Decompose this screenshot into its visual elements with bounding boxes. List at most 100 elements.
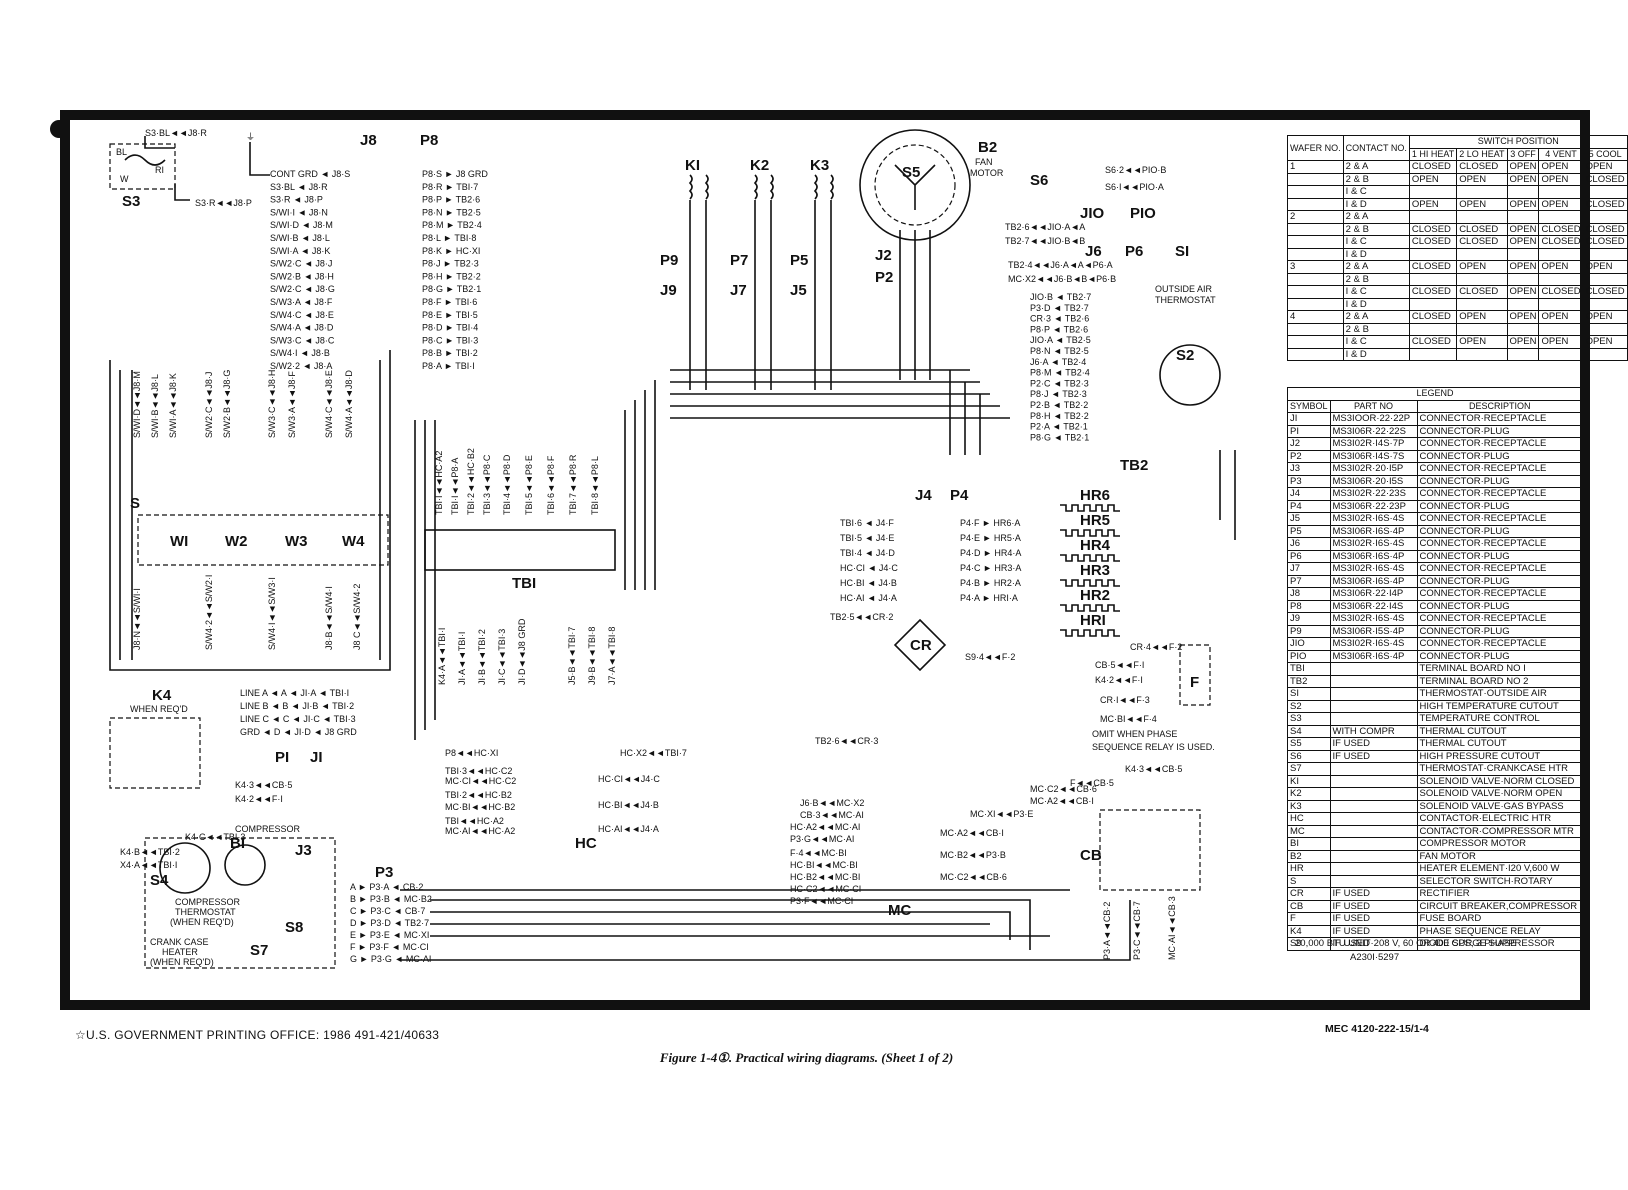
j8-wire: S/W4·A ◄ J8·D xyxy=(270,323,334,333)
switch-table-row-cell: OPEN xyxy=(1582,335,1628,349)
switch-table-row-cell: CLOSED xyxy=(1408,235,1458,249)
svg-text:TB2·5◄◄CR·2: TB2·5◄◄CR·2 xyxy=(830,612,893,622)
svg-text:S/W4·2◄◄S/W2·I: S/W4·2◄◄S/W2·I xyxy=(204,575,214,650)
switch-header-pos1: 1 HI HEAT xyxy=(1408,147,1458,161)
legend-header-symbol: SYMBOL xyxy=(1287,399,1331,413)
switch-table-row-cell xyxy=(1287,247,1344,261)
f-label: F xyxy=(1190,674,1199,691)
svg-text:CB·3◄◄MC·AI: CB·3◄◄MC·AI xyxy=(800,810,864,820)
switch-table-row-cell: 2 & A xyxy=(1342,310,1410,324)
svg-text:K4·3◄◄CB·5: K4·3◄◄CB·5 xyxy=(235,780,292,790)
p8-wire: P8·S ► J8 GRD xyxy=(422,169,488,179)
p8-label: P8 xyxy=(420,132,438,149)
switch-table-row-cell: 2 xyxy=(1287,210,1344,224)
j8-wire: S/W3·C ◄ J8·C xyxy=(270,335,335,345)
legend-table-row-cell: MS3I06R·22·I4S xyxy=(1329,599,1418,613)
tb2-wire: P8·N ◄ TB2·5 xyxy=(1030,346,1089,356)
switch-table-row-cell: I & D xyxy=(1342,297,1410,311)
j4-wire: HC·BI ◄ J4·B xyxy=(840,578,897,588)
b1-label: BI xyxy=(230,835,245,852)
switch-table-row-cell xyxy=(1582,247,1628,261)
legend-table-row-cell: S7 xyxy=(1287,762,1331,776)
j5-label: J5 xyxy=(790,282,807,299)
legend-table-row-cell: THERMAL CUTOUT xyxy=(1416,724,1584,738)
j4-wire: TBI·4 ◄ J4·D xyxy=(840,548,895,558)
legend-table-row-cell: MS3I02R·I6S·4S xyxy=(1329,512,1418,526)
switch-table-row: I & D xyxy=(1287,247,1628,261)
svg-text:P3·G◄◄MC·AI: P3·G◄◄MC·AI xyxy=(790,834,854,844)
switch-table-row-cell xyxy=(1456,297,1508,311)
svg-text:J8·B◄◄S/W4·I: J8·B◄◄S/W4·I xyxy=(324,586,334,650)
p3-wire: D ► P3·D ◄ TB2·7 xyxy=(350,918,429,928)
svg-text:S/WI·A◄◄J8·K: S/WI·A◄◄J8·K xyxy=(168,373,178,438)
legend-table-row-cell xyxy=(1329,837,1418,851)
switch-table-row-cell: I & D xyxy=(1342,247,1410,261)
p3-wire-list: A ► P3·A ◄ CB·2B ► P3·B ◄ MC·B2C ► P3·C … xyxy=(350,882,432,964)
legend-table-row-cell xyxy=(1329,699,1418,713)
p3-wire: C ► P3·C ◄ CB·7 xyxy=(350,906,425,916)
cr-label: CR xyxy=(910,637,932,654)
svg-text:S/WI·B◄◄J8·L: S/WI·B◄◄J8·L xyxy=(150,374,160,438)
svg-text:S3·BL◄◄J8·R: S3·BL◄◄J8·R xyxy=(145,128,207,138)
switch-table-row-cell xyxy=(1287,185,1344,199)
svg-text:MC·BI◄◄HC·B2: MC·BI◄◄HC·B2 xyxy=(445,802,515,812)
legend-table-row-cell: J8 xyxy=(1287,587,1331,601)
legend-table-row-cell: P6 xyxy=(1287,549,1331,563)
switch-table-row-cell: CLOSED xyxy=(1408,310,1458,324)
legend-table-row-cell: J3 xyxy=(1287,462,1331,476)
legend-table-row-cell xyxy=(1329,762,1418,776)
legend-table-row-cell: MS3I06R·22·I4P xyxy=(1329,587,1418,601)
switch-table-row-cell: OPEN xyxy=(1456,260,1508,274)
b2-label: B2 xyxy=(978,139,997,156)
legend-table-row-cell: IF USED xyxy=(1329,749,1418,763)
switch-table-row-cell xyxy=(1287,335,1344,349)
svg-text:TB2·6◄◄CR·3: TB2·6◄◄CR·3 xyxy=(815,736,878,746)
legend-table-row-cell: DIODE SURGE SUPPRESSOR xyxy=(1416,937,1584,951)
legend-table-row-cell: CONNECTOR·RECEPTACLE xyxy=(1416,462,1584,476)
legend-table-row-cell: P4 xyxy=(1287,499,1331,513)
svg-text:X4·A◄◄TBI·I: X4·A◄◄TBI·I xyxy=(120,860,177,870)
switch-table-row-cell: OPEN xyxy=(1582,160,1628,174)
legend-table-row-cell: MS3I06R·20·I5S xyxy=(1329,474,1418,488)
legend-table-row-cell: HEATER ELEMENT·I20 V,600 W xyxy=(1416,862,1584,876)
switch-table-row-cell xyxy=(1506,185,1540,199)
k4-label: K4 xyxy=(152,687,172,704)
legend-table-row-cell: CIRCUIT BREAKER,COMPRESSOR xyxy=(1416,899,1584,913)
p8-wire: P8·K ► HC·XI xyxy=(422,246,480,256)
tb2-wire: P2·A ◄ TB2·1 xyxy=(1030,422,1088,432)
svg-text:J5·B◄◄TBI·7: J5·B◄◄TBI·7 xyxy=(567,627,577,685)
j2-label: J2 xyxy=(875,247,892,264)
svg-text:TB2·7◄◄JIO·B◄B: TB2·7◄◄JIO·B◄B xyxy=(1005,236,1085,246)
j4-label: J4 xyxy=(915,487,932,504)
tb2-wire: JIO·B ◄ TB2·7 xyxy=(1030,292,1091,302)
legend-table-row-cell: TB2 xyxy=(1287,674,1331,688)
switch-table-row-cell xyxy=(1506,347,1540,361)
switch-table-row-cell: OPEN xyxy=(1506,160,1540,174)
compressor-area: COMPRESSOR BI J3 S4 COMPRESSOR THERMOSTA… xyxy=(144,824,432,969)
legend-table-row-cell: CB xyxy=(1287,899,1331,913)
legend-title: LEGEND xyxy=(1287,387,1583,401)
legend-table-row-cell: J6 xyxy=(1287,537,1331,551)
legend-table-row-cell: SELECTOR SWITCH·ROTARY xyxy=(1416,874,1584,888)
comp-thermo-2: THERMOSTAT xyxy=(175,907,236,917)
legend-table-row-cell: IF USED xyxy=(1329,899,1418,913)
switch-table-row-cell xyxy=(1582,210,1628,224)
switch-header-pos3: 3 OFF xyxy=(1506,147,1540,161)
legend-table-row-cell: S xyxy=(1287,874,1331,888)
s3-terminal-bl: BL xyxy=(116,147,127,157)
switch-table-row-cell: CLOSED xyxy=(1456,222,1508,236)
switch-table-row-cell xyxy=(1506,297,1540,311)
